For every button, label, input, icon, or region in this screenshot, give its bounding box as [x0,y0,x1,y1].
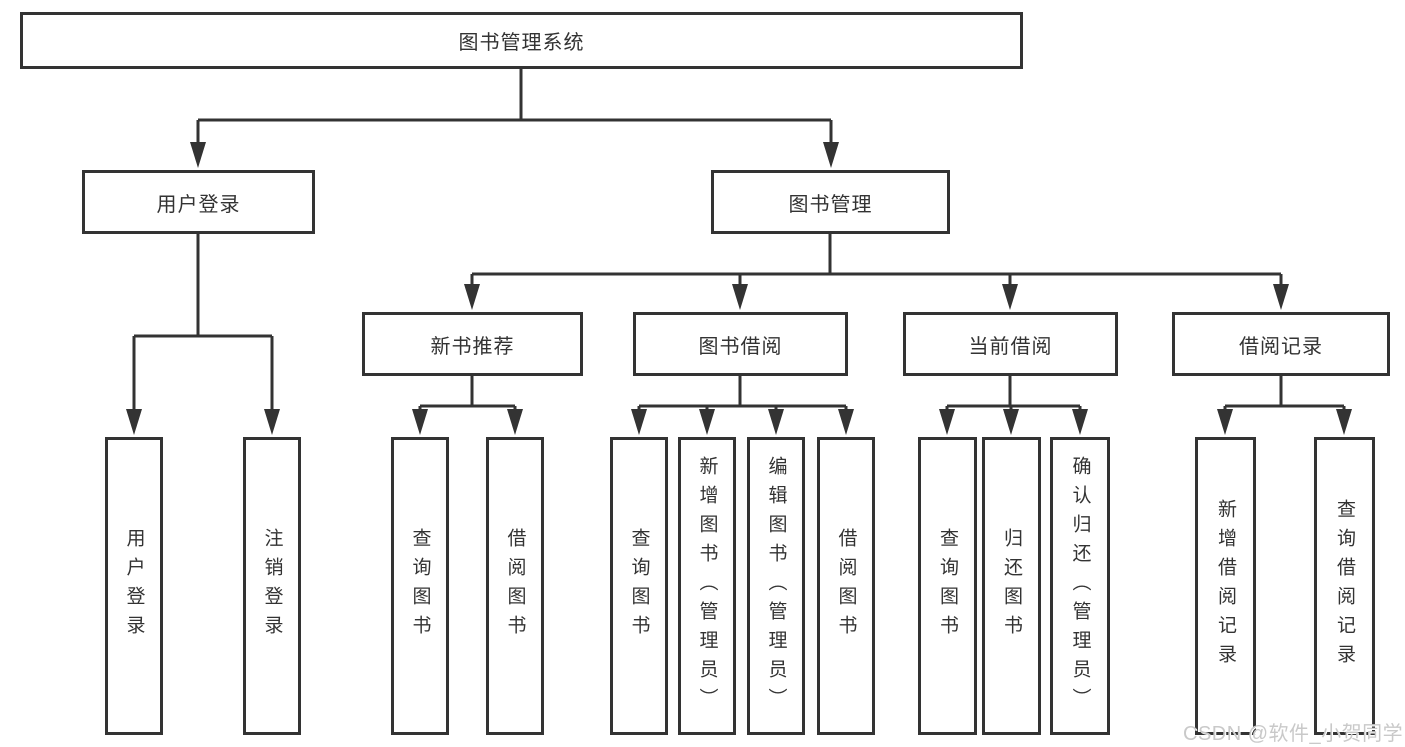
leaf-borrow-borrow-book: 借阅图书 [817,437,875,735]
leaf-current-confirm-return-admin: 确认归还（管理员） [1050,437,1110,735]
leaf-borrow-query-book: 查询图书 [610,437,668,735]
connector-login-trunk [134,233,272,338]
node-current-borrow: 当前借阅 [903,312,1118,376]
node-new-book-recommend: 新书推荐 [362,312,583,376]
leaf-records-add-record: 新增借阅记录 [1195,437,1256,735]
connector-current-trunk [947,375,1080,408]
connector-root-trunk [198,68,831,122]
node-book-borrow: 图书借阅 [633,312,848,376]
node-book-management: 图书管理 [711,170,950,234]
leaf-user-login: 用户登录 [105,437,163,735]
node-user-login: 用户登录 [82,170,315,234]
connector-mgmt-trunk [472,233,1281,276]
leaf-recommend-query-book: 查询图书 [391,437,449,735]
connector-records-trunk [1225,375,1344,408]
leaf-borrow-edit-book-admin: 编辑图书（管理员） [747,437,805,735]
leaf-current-return-book: 归还图书 [982,437,1041,735]
leaf-current-query-book: 查询图书 [918,437,977,735]
connector-recommend-trunk [420,375,515,408]
leaf-records-query-record: 查询借阅记录 [1314,437,1375,735]
leaf-borrow-add-book-admin: 新增图书（管理员） [678,437,736,735]
node-borrow-records: 借阅记录 [1172,312,1390,376]
leaf-recommend-borrow-book: 借阅图书 [486,437,544,735]
leaf-logout: 注销登录 [243,437,301,735]
connector-borrow-trunk [639,375,846,408]
watermark: CSDN @软件_小贺同学 [1183,723,1404,745]
node-root: 图书管理系统 [20,12,1023,69]
